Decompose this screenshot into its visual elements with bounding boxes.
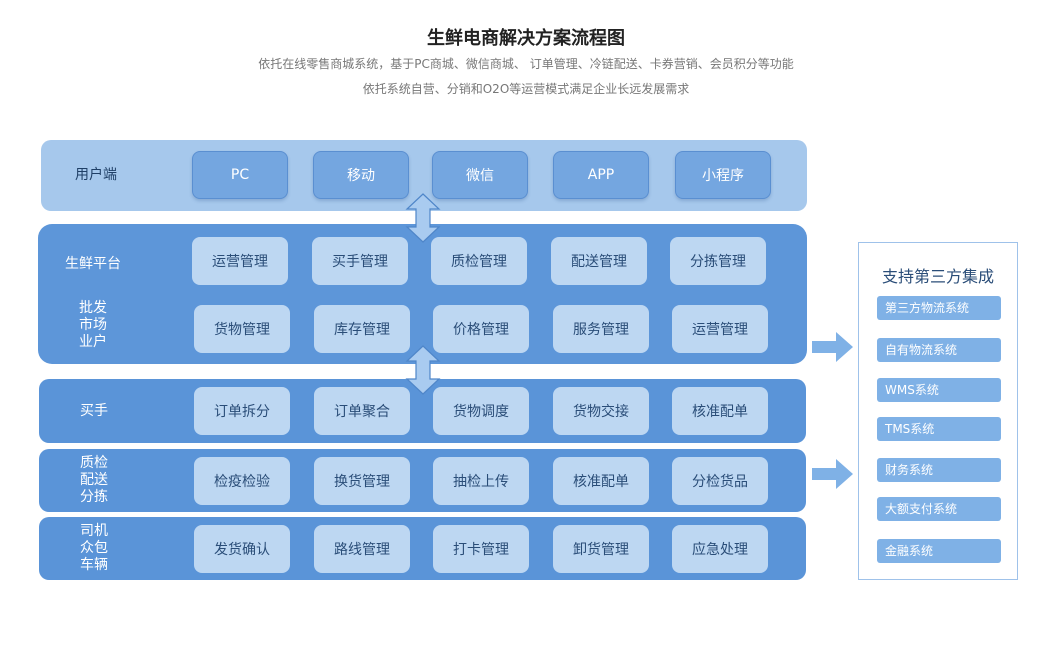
node-box: 买手管理 — [312, 237, 408, 285]
layer-qc-distribution: 质检 配送 分拣 检疫检验 换货管理 抽检上传 核准配单 分检货品 — [39, 449, 806, 512]
layer-buyer: 买手 订单拆分 订单聚合 货物调度 货物交接 核准配单 — [39, 379, 806, 443]
node-box: 换货管理 — [314, 457, 410, 505]
node-box: 小程序 — [675, 151, 771, 199]
node-box: 配送管理 — [551, 237, 647, 285]
integration-item: WMS系统 — [877, 378, 1001, 402]
integration-item: 自有物流系统 — [877, 338, 1001, 362]
node-box: 卸货管理 — [553, 525, 649, 573]
node-box: 核准配单 — [553, 457, 649, 505]
layer-label: 生鲜平台 — [65, 256, 121, 272]
integration-item: 第三方物流系统 — [877, 296, 1001, 320]
node-box: PC — [192, 151, 288, 199]
node-box: 路线管理 — [314, 525, 410, 573]
layer-platform: 生鲜平台 批发 市场 业户 运营管理 买手管理 质检管理 配送管理 分拣管理 货… — [38, 224, 807, 364]
node-box: 抽检上传 — [433, 457, 529, 505]
layer-label: 用户端 — [75, 167, 117, 183]
node-box: 货物交接 — [553, 387, 649, 435]
node-box: 运营管理 — [672, 305, 768, 353]
integration-title: 支持第三方集成 — [881, 267, 994, 286]
node-box: 移动 — [313, 151, 409, 199]
layer-label: 买手 — [80, 403, 108, 419]
subtitle-line-1: 依托在线零售商城系统，基于PC商城、微信商城、 订单管理、冷链配送、卡券营销、会… — [258, 57, 794, 71]
right-arrow-icon — [812, 332, 853, 362]
node-box: 货物管理 — [194, 305, 290, 353]
node-box: 货物调度 — [433, 387, 529, 435]
node-box: APP — [553, 151, 649, 199]
layer-user-end: 用户端 PC 移动 微信 APP 小程序 — [41, 140, 807, 211]
node-box: 库存管理 — [314, 305, 410, 353]
node-box: 分拣管理 — [670, 237, 766, 285]
right-arrow-icon — [812, 459, 853, 489]
node-box: 发货确认 — [194, 525, 290, 573]
integration-panel: 支持第三方集成 第三方物流系统 自有物流系统 WMS系统 TMS系统 财务系统 … — [858, 242, 1018, 580]
node-box: 质检管理 — [431, 237, 527, 285]
node-box: 应急处理 — [672, 525, 768, 573]
integration-item: TMS系统 — [877, 417, 1001, 441]
node-box: 分检货品 — [672, 457, 768, 505]
double-arrow-icon — [405, 193, 441, 243]
node-box: 检疫检验 — [194, 457, 290, 505]
node-box: 价格管理 — [433, 305, 529, 353]
node-box: 订单聚合 — [314, 387, 410, 435]
node-box: 服务管理 — [553, 305, 649, 353]
subtitle-line-2: 依托系统自营、分销和O2O等运营模式满足企业长远发展需求 — [362, 82, 690, 96]
integration-item: 大额支付系统 — [877, 497, 1001, 521]
diagram-title: 生鲜电商解决方案流程图 — [427, 28, 625, 49]
node-box: 核准配单 — [672, 387, 768, 435]
layer-label: 质检 配送 分拣 — [80, 455, 108, 505]
double-arrow-icon — [405, 345, 441, 395]
node-box: 运营管理 — [192, 237, 288, 285]
node-box: 订单拆分 — [194, 387, 290, 435]
integration-item: 财务系统 — [877, 458, 1001, 482]
node-box: 打卡管理 — [433, 525, 529, 573]
layer-driver: 司机 众包 车辆 发货确认 路线管理 打卡管理 卸货管理 应急处理 — [39, 517, 806, 580]
node-box: 微信 — [432, 151, 528, 199]
layer-label: 司机 众包 车辆 — [80, 523, 108, 573]
integration-item: 金融系统 — [877, 539, 1001, 563]
layer-label: 批发 市场 业户 — [79, 300, 107, 350]
